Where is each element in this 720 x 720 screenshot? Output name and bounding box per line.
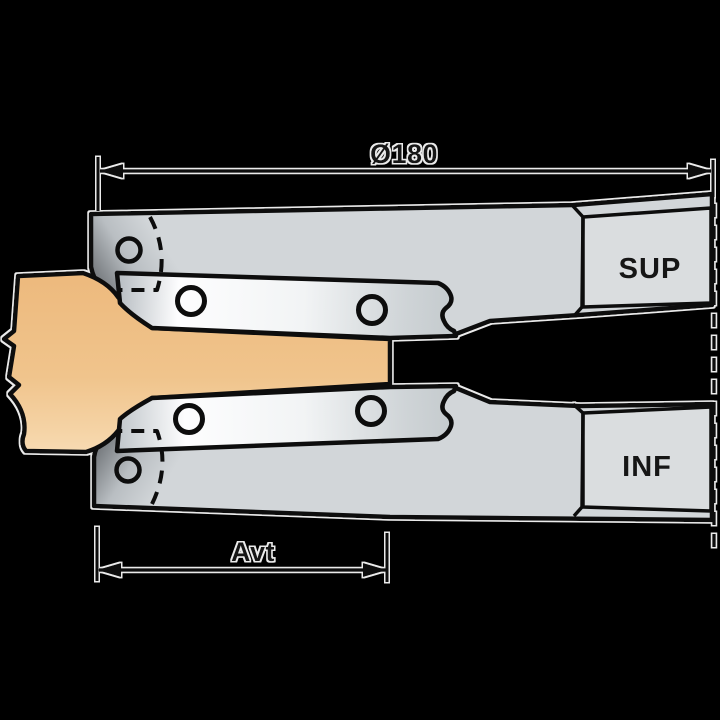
projection-arrowhead-left	[97, 563, 121, 577]
projection-label: Avt	[231, 537, 275, 567]
upper-knife-screw-hole-right	[356, 294, 388, 326]
projection-arrowhead-right	[363, 563, 387, 577]
inf-label: INF	[622, 451, 672, 483]
upper-knife-screw-hole-left	[175, 285, 207, 317]
sup-label: SUP	[619, 253, 682, 285]
sup-insert-screw-hole	[115, 236, 143, 264]
diameter-arrowhead-left	[99, 164, 123, 178]
inf-panel-division-line	[571, 402, 585, 518]
lower-knife	[114, 383, 459, 454]
inf-cutting-circle-dashed-arc	[118, 429, 165, 505]
lower-knife-screw-hole-left	[173, 403, 205, 435]
sup-panel-division-line	[570, 203, 585, 318]
lower-knife-screw-hole-right	[355, 395, 387, 427]
diameter-label: Ø180	[370, 139, 438, 169]
upper-knife	[114, 270, 459, 341]
diameter-arrowhead-right	[688, 164, 712, 178]
inf-insert-screw-hole	[114, 456, 142, 484]
sup-cutting-circle-dashed-arc	[118, 216, 164, 292]
